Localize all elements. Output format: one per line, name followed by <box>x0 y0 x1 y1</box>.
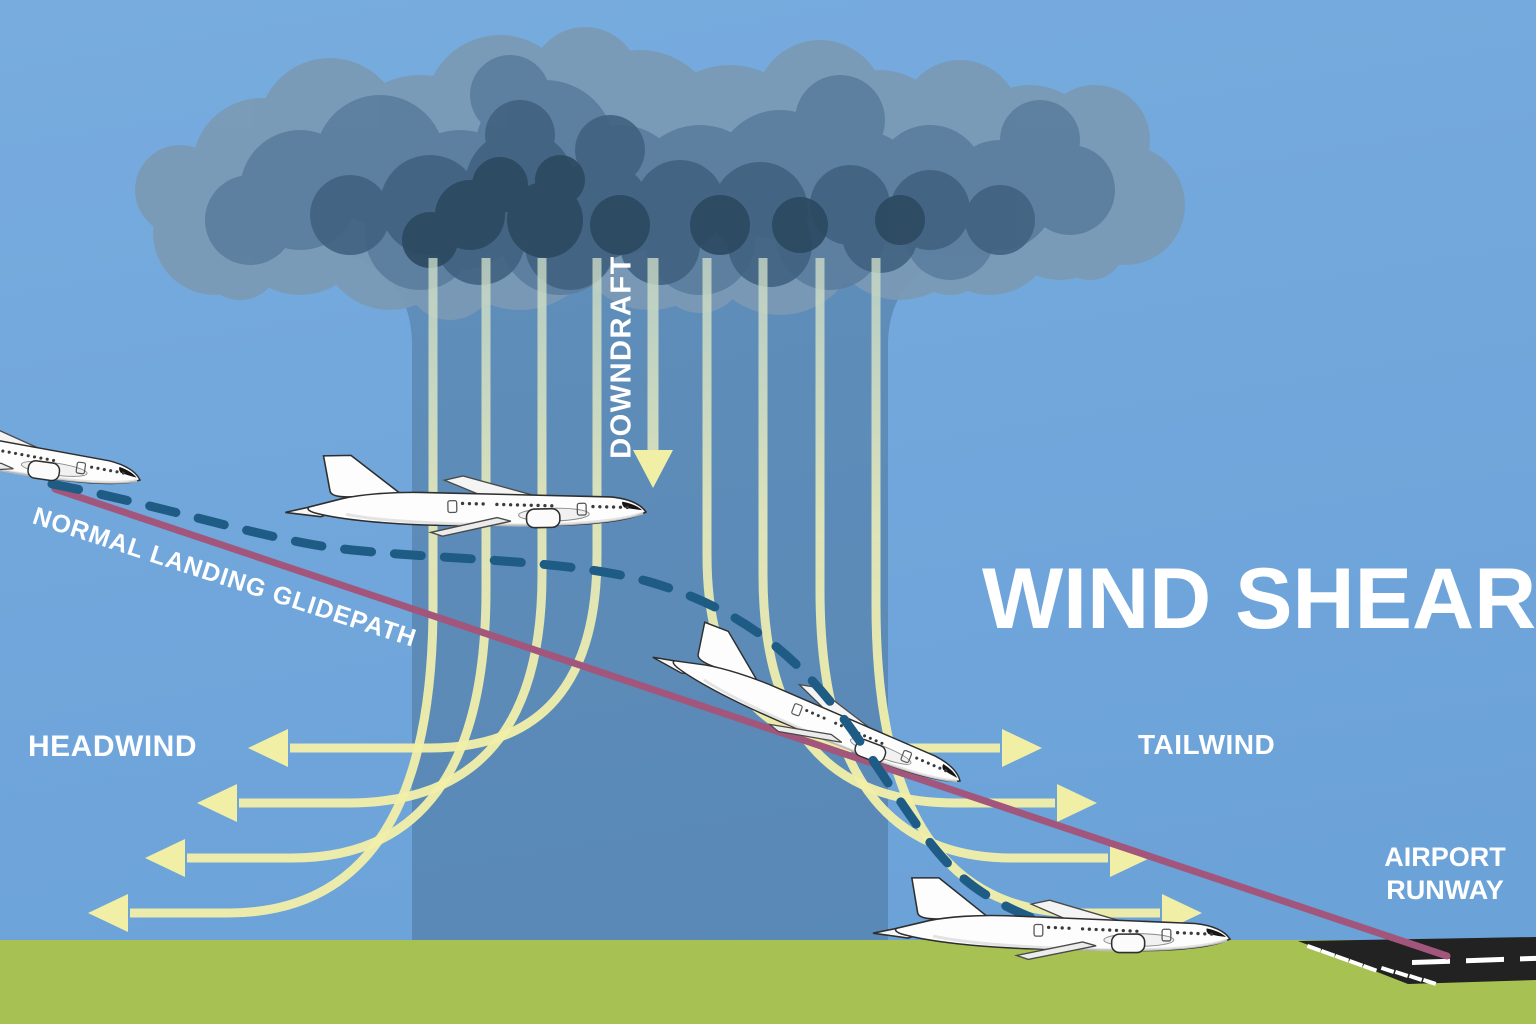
headwind-arrowhead <box>88 894 128 932</box>
page-title: WIND SHEAR <box>982 551 1536 647</box>
headwind-arrowhead <box>248 729 288 767</box>
headwind-label: HEADWIND <box>28 730 197 763</box>
airport-runway <box>1298 937 1536 986</box>
headwind-arrowhead <box>197 784 237 822</box>
ground <box>0 940 1536 1024</box>
downdraft-label: DOWNDRAFT <box>605 255 638 459</box>
glidepath-line <box>51 485 1451 960</box>
headwind-streamlines <box>88 258 602 932</box>
cloud-layer-core <box>402 155 925 268</box>
airport-runway-label-line1: AIRPORT <box>1384 842 1506 872</box>
downdraft-arrow <box>633 258 673 488</box>
airport-runway-label-line2: RUNWAY <box>1386 875 1504 905</box>
airport-runway-label: AIRPORT RUNWAY <box>1378 841 1512 907</box>
downdraft-column <box>338 252 962 942</box>
tailwind-label: TAILWIND <box>1138 729 1276 760</box>
runway-threshold-markings <box>1306 944 1437 986</box>
runway-centerline-markings <box>1412 955 1536 965</box>
headwind-arrowhead <box>145 839 185 877</box>
actual-flight-path <box>47 479 1107 943</box>
tailwind-arrowhead <box>1057 784 1097 822</box>
tailwind-arrowhead <box>1002 729 1042 767</box>
